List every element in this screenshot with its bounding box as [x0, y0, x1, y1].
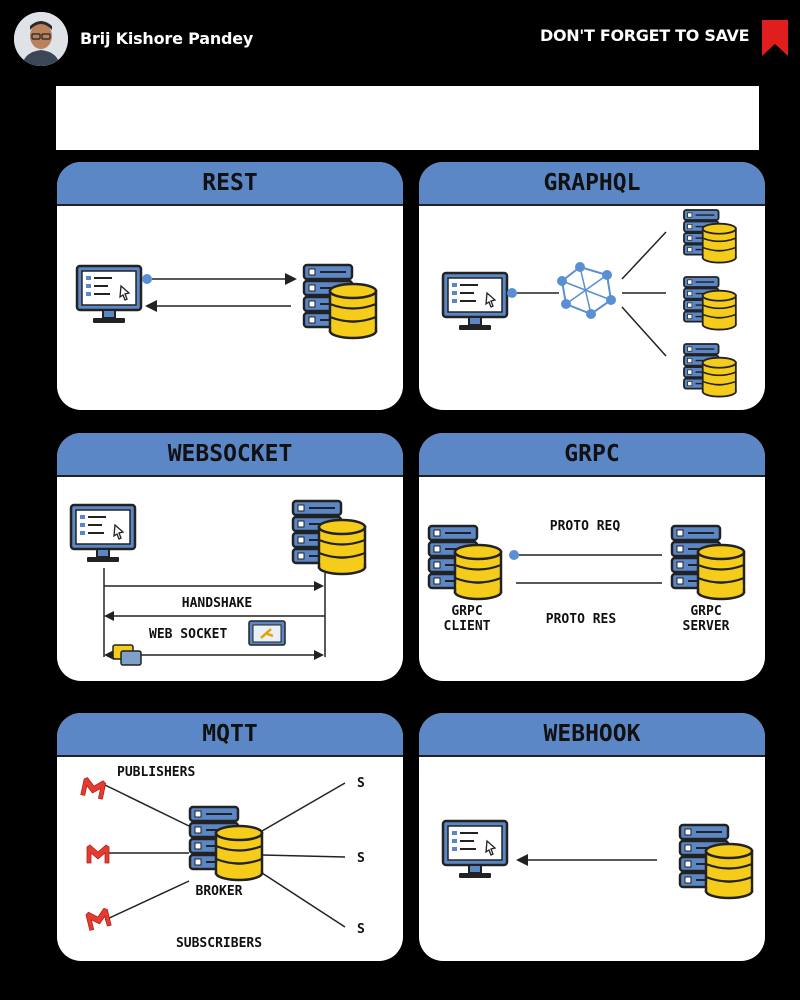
- client-monitor-icon: [69, 503, 137, 564]
- author-name: Brij Kishore Pandey: [80, 29, 254, 48]
- proto-req-label: PROTO REQ: [550, 519, 621, 534]
- bookmark-icon[interactable]: [760, 20, 790, 58]
- mqtt-panel: PUBLISHERS BROKER SUBSCRIBERS S S S MQTT: [57, 713, 403, 961]
- connection-dot-icon: [142, 274, 152, 284]
- panel-title-mqtt: MQTT: [202, 721, 258, 747]
- broker-label: BROKER: [196, 884, 243, 899]
- graphql-diagram: [441, 209, 737, 398]
- panel-title-webhook: WEBHOOK: [543, 721, 641, 747]
- grpc-client-label-line1: GRPC: [451, 604, 482, 619]
- client-monitor-icon: [75, 264, 143, 325]
- rest-diagram: [75, 263, 378, 340]
- websocket-panel: HANDSHAKE WEB SOCKET WEBSOCKET: [57, 433, 403, 681]
- database-server-icon: [683, 343, 737, 398]
- arrow-left-icon: [516, 854, 528, 866]
- arrow-left-icon: [104, 650, 114, 660]
- websocket-diagram: HANDSHAKE WEB SOCKET: [69, 499, 367, 666]
- connection-dot-icon: [507, 288, 517, 298]
- author-avatar: [14, 12, 68, 66]
- database-server-icon: [302, 263, 378, 340]
- broker-server-icon: [188, 805, 264, 882]
- gmail-publisher-icon: [86, 844, 110, 864]
- handshake-label: HANDSHAKE: [182, 596, 252, 611]
- panel-title-grpc: GRPC: [564, 441, 620, 467]
- web-socket-plug-icon: [248, 620, 286, 646]
- rest-panel: REST: [57, 162, 403, 410]
- mqtt-diagram: PUBLISHERS BROKER SUBSCRIBERS S S S: [80, 765, 365, 951]
- arrow-right-icon: [314, 581, 324, 591]
- publishers-label: PUBLISHERS: [117, 765, 195, 780]
- grpc-server-icon: [670, 524, 746, 601]
- proto-res-label: PROTO RES: [546, 612, 617, 627]
- client-monitor-icon: [441, 819, 509, 880]
- database-server-icon: [291, 499, 367, 576]
- header-bar: Brij Kishore Pandey DON'T FORGET TO SAVE: [0, 0, 800, 80]
- client-monitor-icon: [441, 271, 509, 332]
- database-server-icon: [683, 209, 737, 264]
- panel-title-rest: REST: [202, 170, 258, 196]
- arrow-right-icon: [314, 650, 324, 660]
- graphql-node-icon: [557, 262, 616, 319]
- grpc-panel: PROTO REQ PROTO RES GRPC CLIENT GRPC SER…: [419, 433, 765, 681]
- gmail-publisher-icon: [80, 776, 107, 800]
- grpc-server-label-line1: GRPC: [690, 604, 721, 619]
- subscriber-label: S: [357, 851, 365, 866]
- gmail-publisher-icon: [85, 907, 112, 931]
- grpc-client-label-line2: CLIENT: [444, 619, 491, 634]
- chat-bubble-icon: [112, 644, 142, 666]
- subscriber-label: S: [357, 922, 365, 937]
- graphql-panel: GRAPHQL: [419, 162, 765, 410]
- save-reminder: DON'T FORGET TO SAVE: [540, 26, 750, 45]
- grpc-client-server-icon: [427, 524, 503, 601]
- webhook-panel: WEBHOOK: [419, 713, 765, 961]
- grpc-diagram: PROTO REQ PROTO RES GRPC CLIENT GRPC SER…: [427, 519, 746, 634]
- webhook-diagram: [441, 819, 754, 900]
- database-server-icon: [678, 823, 754, 900]
- title-banner: [56, 86, 759, 150]
- web-socket-label: WEB SOCKET: [149, 627, 227, 642]
- arrow-right-icon: [285, 273, 297, 285]
- panel-title-websocket: WEBSOCKET: [167, 441, 293, 467]
- grpc-server-label-line2: SERVER: [683, 619, 730, 634]
- subscriber-label: S: [357, 776, 365, 791]
- connection-dot-icon: [509, 550, 519, 560]
- subscribers-label: SUBSCRIBERS: [176, 936, 262, 951]
- panel-title-graphql: GRAPHQL: [543, 170, 641, 196]
- arrow-left-icon: [145, 300, 157, 312]
- database-server-icon: [683, 276, 737, 331]
- arrow-left-icon: [104, 611, 114, 621]
